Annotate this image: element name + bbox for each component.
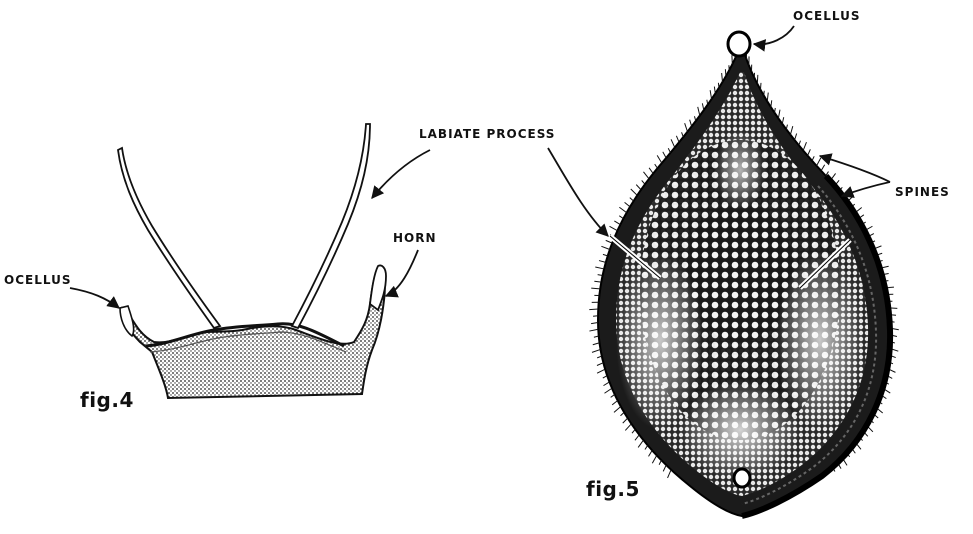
fig5-ocellus-top (728, 32, 750, 56)
fig4-labiate-process-right (292, 124, 370, 328)
fig4-drawing (118, 124, 386, 398)
arrow-ocellus-top (754, 26, 794, 44)
fig5-drawing (589, 32, 898, 516)
label-labiate-process: LABIATE PROCESS (419, 127, 555, 141)
label-fig4: fig.4 (80, 388, 134, 412)
label-spines: SPINES (895, 185, 950, 199)
arrow-labiate-fig5 (548, 148, 608, 236)
fig4-ocellus-left (120, 306, 134, 336)
fig4-shell (121, 268, 385, 398)
arrow-labiate-fig4 (372, 150, 430, 198)
fig4-labiate-process-left (118, 148, 220, 328)
label-ocellus-top: OCELLUS (793, 9, 860, 23)
arrow-horn (386, 250, 418, 296)
arrow-ocellus-left (70, 288, 119, 308)
label-horn: HORN (393, 231, 437, 245)
arrow-spines-lower (842, 182, 890, 196)
label-fig5: fig.5 (586, 477, 640, 501)
fig5-ocellus-bottom (734, 469, 750, 487)
label-ocellus-left: OCELLUS (4, 273, 71, 287)
